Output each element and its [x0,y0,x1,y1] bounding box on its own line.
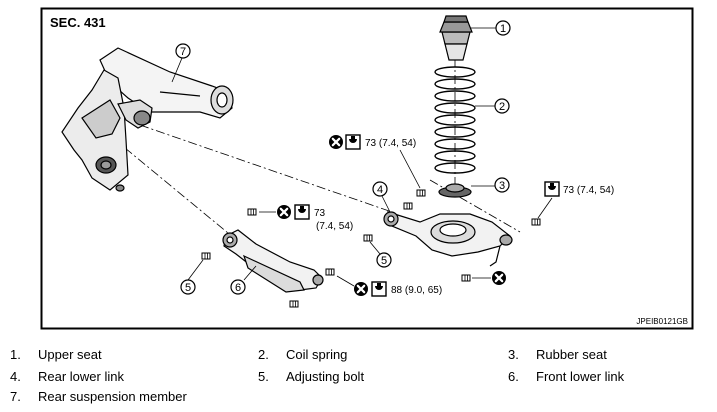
callout-markers: 1 2 3 4 5 6 7 [171,20,511,295]
legend-num: 6. [508,369,519,384]
legend-num: 3. [508,347,519,362]
svg-text:4: 4 [377,184,383,196]
torque-right: 73 (7.4, 54) [537,181,614,219]
legend-num: 2. [258,347,269,362]
legend-label: Front lower link [536,369,625,384]
callout-3: 3 [471,177,510,193]
legend-label: Rear suspension member [38,389,187,404]
svg-text:5: 5 [381,255,387,267]
section-label: SEC. 431 [50,15,106,30]
rear-lower-link-part [383,211,513,267]
legend-num: 7. [10,389,21,404]
legend-num: 1. [10,347,21,362]
svg-text:1: 1 [500,23,506,35]
coil-spring-part [434,66,476,174]
rear-suspension-member-part [61,47,234,192]
legend-label: Upper seat [38,347,102,362]
svg-text:73 (7.4, 54): 73 (7.4, 54) [365,138,416,149]
legend-num: 5. [258,369,269,384]
diagram-frame [40,7,694,330]
legend-label: Adjusting bolt [286,369,365,384]
callout-2: 2 [475,98,510,114]
front-lower-link-part [222,229,324,293]
svg-text:73: 73 [314,208,326,219]
legend-num: 4. [10,369,21,384]
callout-5-left: 5 [180,259,204,295]
callout-7: 7 [171,43,191,83]
figure-code: JPEIB0121GB [636,317,688,326]
callout-6: 6 [230,265,257,295]
legend-row-1: 1. Upper seat 2. Coil spring 3. Rubber s… [10,347,710,367]
svg-text:2: 2 [499,101,505,113]
legend-label: Rubber seat [536,347,607,362]
torque-annotations: 73 (7.4, 54) 73 (7.4, 54) 73 (7.4, 54) 8… [259,133,614,298]
legend-label: Rear lower link [38,369,124,384]
nut-no-reuse [472,269,508,287]
svg-text:7: 7 [180,46,186,58]
legend-label: Coil spring [286,347,348,362]
legend-row-2: 4. Rear lower link 5. Adjusting bolt 6. … [10,369,710,389]
svg-text:88 (9.0, 65): 88 (9.0, 65) [391,285,442,296]
svg-text:6: 6 [235,282,241,294]
torque-front-link-upper: 73 (7.4, 54) [259,203,353,232]
legend-row-3: 7. Rear suspension member [10,389,710,409]
callout-5-right: 5 [369,241,392,268]
upper-seat-part [439,15,473,61]
callout-1: 1 [470,20,511,36]
rubber-seat-part [438,183,472,198]
svg-text:5: 5 [185,282,191,294]
svg-text:73 (7.4, 54): 73 (7.4, 54) [563,185,614,196]
callout-4: 4 [372,181,391,213]
torque-front-link-lower: 88 (9.0, 65) [336,275,442,298]
torque-upper-middle: 73 (7.4, 54) [327,133,421,189]
svg-text:(7.4, 54): (7.4, 54) [316,221,353,232]
svg-text:3: 3 [499,180,505,192]
